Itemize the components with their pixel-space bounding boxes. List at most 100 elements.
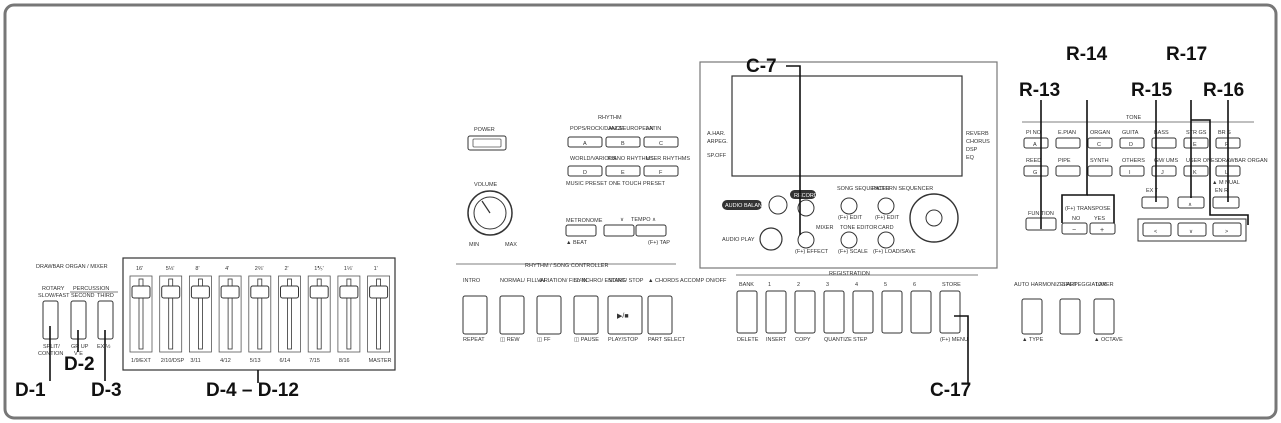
rsc-button[interactable] xyxy=(607,295,643,335)
card-label: CARD xyxy=(878,225,894,231)
d1-sublabel: SPLIT/ xyxy=(43,344,60,350)
drawbar-slider[interactable] xyxy=(131,285,151,299)
drawbar-bottom-label: 7/15 xyxy=(309,358,320,364)
tone-title: TONE xyxy=(1126,115,1142,121)
tone-button[interactable] xyxy=(1183,137,1209,149)
tone-label: REED xyxy=(1026,158,1041,164)
tempo-up-button[interactable] xyxy=(635,224,667,237)
cursor-down-button[interactable] xyxy=(1177,222,1207,237)
rhythm-song-controller: RHYTHM / SONG CONTROLLER INTROREPEATNORM… xyxy=(456,263,727,343)
exit-button[interactable] xyxy=(1141,196,1169,209)
registration-button[interactable] xyxy=(939,290,961,334)
rsc-button[interactable] xyxy=(536,295,562,335)
registration-button[interactable] xyxy=(881,290,903,334)
tone-button[interactable] xyxy=(1055,137,1081,149)
rsc-button[interactable] xyxy=(499,295,525,335)
audio-balance-label: AUDIO BALANCE xyxy=(725,203,770,209)
rhythm-key-label: B xyxy=(621,141,625,147)
card-button[interactable] xyxy=(877,231,895,249)
drawbar-slot xyxy=(346,278,352,350)
drawbar-slider[interactable] xyxy=(250,285,270,299)
drawbar-slot xyxy=(376,278,382,350)
rhythm-button[interactable] xyxy=(567,165,603,177)
rhythm-button[interactable] xyxy=(605,136,641,148)
audio-play-button[interactable] xyxy=(759,227,783,251)
tone-editor-button[interactable] xyxy=(840,231,858,249)
d2-sublabel: GR UP xyxy=(71,344,89,350)
rhythm-group-label: POPS/ROCK/DANCE xyxy=(570,126,624,132)
registration-label: 5 xyxy=(884,282,887,288)
d2-sublabel-2: V E xyxy=(74,351,83,357)
tone-button[interactable] xyxy=(1087,137,1113,149)
audio-balance-button[interactable] xyxy=(768,195,788,215)
rsc-button[interactable] xyxy=(462,295,488,335)
play-stop-icon: ▶/■ xyxy=(617,313,629,320)
display-left-3: SP.OFF xyxy=(707,153,727,159)
drawbar-slider[interactable] xyxy=(369,285,389,299)
metronome-button[interactable] xyxy=(565,224,597,237)
record-button[interactable] xyxy=(797,199,815,217)
drawbar-track xyxy=(337,275,361,353)
rsc-button-label: VARIATION/ FILL-IN xyxy=(537,278,587,284)
rsc-button[interactable] xyxy=(573,295,599,335)
tone-button[interactable] xyxy=(1151,137,1177,149)
rhythm-button[interactable] xyxy=(567,136,603,148)
tone-button[interactable] xyxy=(1023,165,1049,177)
drawbar-slider[interactable] xyxy=(161,285,181,299)
cursor-right-button[interactable] xyxy=(1212,222,1242,237)
rhythm-button[interactable] xyxy=(643,136,679,148)
tone-button[interactable] xyxy=(1087,165,1113,177)
registration-button[interactable] xyxy=(794,290,816,334)
tone-key-label: K xyxy=(1193,170,1197,176)
registration-button[interactable] xyxy=(910,290,932,334)
no-label: NO xyxy=(1072,216,1081,222)
audio-play-label: AUDIO PLAY xyxy=(722,237,755,243)
drawbar-track xyxy=(307,275,331,353)
yes-button[interactable] xyxy=(1089,222,1116,235)
registration-button[interactable] xyxy=(765,290,787,334)
drawbar-slider[interactable] xyxy=(280,285,299,299)
tone-button[interactable] xyxy=(1023,137,1049,149)
pattern-sequencer-button[interactable] xyxy=(877,197,895,215)
auto-harmonize-button[interactable] xyxy=(1021,298,1043,335)
transpose-label: (F+) TRANSPOSE xyxy=(1065,206,1111,212)
drawbar-slider[interactable] xyxy=(220,285,240,299)
tempo-down-button[interactable] xyxy=(603,224,635,237)
power-label: POWER xyxy=(474,127,495,133)
rsc-button[interactable] xyxy=(647,295,673,335)
tone-button[interactable] xyxy=(1151,165,1177,177)
display-left-2: ARPEG. xyxy=(707,139,728,145)
registration-button[interactable] xyxy=(736,290,758,334)
tone-button[interactable] xyxy=(1183,165,1209,177)
cursor-left-button[interactable] xyxy=(1142,222,1172,237)
metronome-label: METRONOME xyxy=(566,218,603,224)
rhythm-section: RHYTHM POPS/ROCK/DANCEAWORLD/VARIOUSDJAZ… xyxy=(566,115,690,187)
song-sequencer-button[interactable] xyxy=(840,197,858,215)
layer-button[interactable] xyxy=(1093,298,1115,335)
registration-button[interactable] xyxy=(823,290,845,334)
drawbar-slider[interactable] xyxy=(339,285,359,299)
tone-button[interactable] xyxy=(1119,137,1145,149)
rhythm-button[interactable] xyxy=(643,165,679,177)
enter-button[interactable] xyxy=(1212,196,1240,209)
tone-key-label: J xyxy=(1161,170,1164,176)
registration-label: 4 xyxy=(855,282,858,288)
audio-balance-pill xyxy=(722,200,762,210)
power-button[interactable] xyxy=(467,135,507,151)
registration-button[interactable] xyxy=(852,290,874,334)
no-button[interactable] xyxy=(1061,222,1088,235)
rhythm-group-label: JAZZ/EUROPEAN xyxy=(608,126,654,132)
callout-r17: R-17 xyxy=(1166,44,1207,65)
display-right-1: REVERB xyxy=(966,131,989,137)
drawbar-box xyxy=(122,257,396,371)
split-button[interactable] xyxy=(1059,298,1081,335)
tone-key-label: G xyxy=(1033,170,1037,176)
mixer-button[interactable] xyxy=(797,231,815,249)
tone-button[interactable] xyxy=(1119,165,1145,177)
drawbar-slider[interactable] xyxy=(190,285,210,299)
tone-button[interactable] xyxy=(1055,165,1081,177)
rhythm-button[interactable] xyxy=(605,165,641,177)
drawbar-slider[interactable] xyxy=(309,285,329,299)
exit-label: EX T xyxy=(1146,188,1159,194)
